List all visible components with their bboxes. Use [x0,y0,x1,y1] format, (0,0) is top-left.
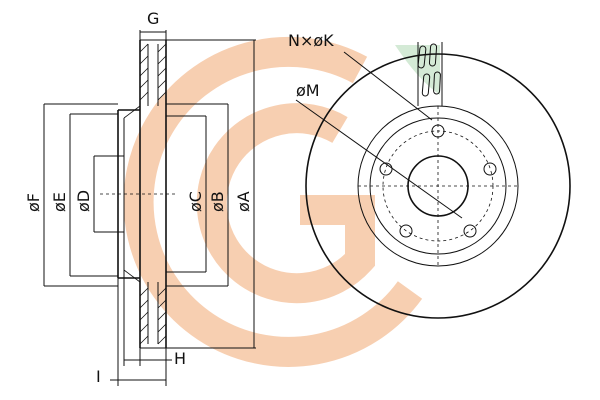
bolt-hole [399,224,413,238]
label-E: øE [50,192,69,212]
section-hatching-bottom [123,269,167,345]
front-view [295,42,571,319]
label-F: øF [24,193,43,212]
label-NK: N×øK [288,31,334,50]
leader-NK [343,51,433,121]
label-C: øC [186,191,205,212]
disc-outer-circle [305,53,571,319]
label-D: øD [74,190,93,212]
bolt-hole [483,162,497,176]
bolt-hole [379,162,393,176]
label-H: H [174,349,186,368]
section-hatching-top [123,43,167,119]
label-I: I [96,367,101,386]
watermark-outer-arc [123,36,423,367]
vent-slots [417,42,443,106]
label-G: G [147,9,159,28]
label-B: øB [208,191,227,212]
leader-M [295,99,463,219]
watermark-inner-arc [196,103,375,304]
label-M: øM [296,81,320,100]
side-section-view [43,30,256,386]
label-A: øA [234,191,253,212]
bolt-hole [463,224,477,238]
